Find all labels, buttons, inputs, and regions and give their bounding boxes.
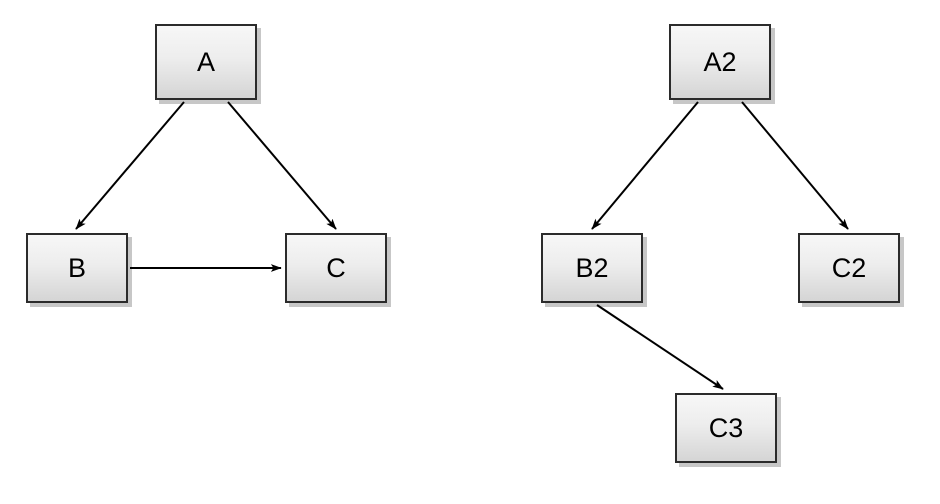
node-label: A <box>196 46 215 77</box>
node-b2[interactable]: B2 <box>541 233 643 303</box>
node-c[interactable]: C <box>285 233 387 303</box>
node-a2[interactable]: A2 <box>669 24 771 100</box>
node-b[interactable]: B <box>26 233 128 303</box>
node-label: A2 <box>703 46 737 77</box>
node-label: B <box>67 252 86 283</box>
node-label: C2 <box>831 252 867 283</box>
node-a[interactable]: A <box>155 24 257 100</box>
node-label: B2 <box>575 252 609 283</box>
edge-b2-to-c3[interactable] <box>596 304 724 390</box>
node-label: C <box>326 252 346 283</box>
node-c3[interactable]: C3 <box>675 393 777 463</box>
node-label: C3 <box>708 412 744 443</box>
edge-a2-to-b2[interactable] <box>591 101 699 230</box>
edge-a-to-b[interactable] <box>75 101 185 230</box>
edge-a2-to-c2[interactable] <box>741 101 849 230</box>
node-c2[interactable]: C2 <box>798 233 900 303</box>
edge-a-to-c[interactable] <box>227 101 337 230</box>
